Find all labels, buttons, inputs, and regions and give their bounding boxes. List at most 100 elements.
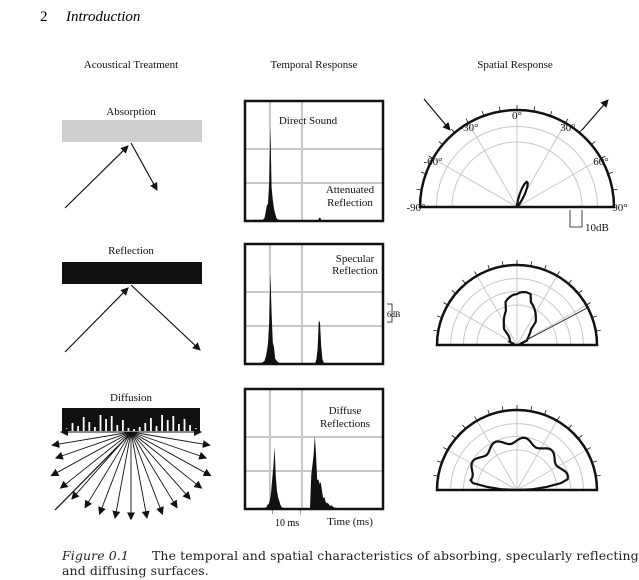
diffuse-ray-arrow xyxy=(130,431,208,460)
angle-p60-label: 60° xyxy=(593,156,608,168)
diffuser-well xyxy=(66,428,68,431)
diffuse-ray-arrow xyxy=(130,431,150,520)
temporal-response-reflection xyxy=(243,242,385,366)
diffuse-ray-arrow xyxy=(112,431,132,520)
polar-response-curve xyxy=(469,436,570,492)
scale-bracket xyxy=(387,303,393,323)
polar-response-curve xyxy=(502,291,538,347)
diffuser-well xyxy=(189,425,191,431)
diffuser-well xyxy=(105,419,107,431)
polar-response-curve xyxy=(515,180,529,209)
diffuser-well xyxy=(155,426,158,431)
diffuser-well xyxy=(71,423,74,431)
caption-text-line2: and diffusing surfaces. xyxy=(62,563,209,578)
column-header-temporal: Temporal Response xyxy=(271,59,358,71)
specular-direction-line xyxy=(516,306,590,346)
polar-radial xyxy=(447,449,518,491)
diffuser-well xyxy=(77,426,79,431)
impulse-response-trace xyxy=(262,127,290,221)
attenuated-reflection-arrow xyxy=(130,142,158,191)
diffuser-well xyxy=(82,417,85,431)
diffusion-label: Diffusion xyxy=(110,392,152,404)
diffuse-ray-arrow xyxy=(130,431,212,477)
diffuse-ray-arrow xyxy=(130,431,178,509)
diffuser-body xyxy=(62,408,200,431)
diffuse-reflections-label: Reflections xyxy=(320,418,370,430)
incident-direction-arrow xyxy=(423,98,451,131)
impulse-response-trace xyxy=(314,320,330,364)
diffuse-ray-arrow xyxy=(51,431,132,448)
diffuse-ray-arrow xyxy=(59,431,132,489)
diffuser-well xyxy=(161,415,163,431)
polar-radial xyxy=(516,420,558,491)
incident-arrow xyxy=(64,287,129,353)
diffuse-ray-arrow xyxy=(130,431,191,500)
caption-label: Figure 0.1 xyxy=(62,548,129,563)
diffuser-well xyxy=(138,427,141,431)
incident-arrow xyxy=(64,145,129,209)
diffuse-ray-arrow xyxy=(130,431,211,448)
diffuse-ray-arrow xyxy=(54,431,132,460)
running-head: Introduction xyxy=(65,9,140,25)
diffuser-well xyxy=(99,415,102,431)
diffuser-well xyxy=(183,419,186,431)
diffuser-well xyxy=(133,429,135,431)
polar-radial xyxy=(432,158,518,208)
plot-frame xyxy=(243,242,385,366)
ten-ms-label: 10 ms xyxy=(275,518,299,529)
diffuse-reflection-arrows xyxy=(50,428,212,521)
spatial-response-absorption xyxy=(416,105,618,209)
db-scale-label: 10dB xyxy=(585,222,609,234)
diffuser-well xyxy=(178,424,180,431)
polar-radial xyxy=(468,122,518,208)
direct-sound-label: Direct Sound xyxy=(279,115,338,127)
impulse-response-trace xyxy=(265,447,295,509)
spatial-response-diffusion xyxy=(433,405,601,492)
angle-m90-label: -90° xyxy=(406,202,425,214)
diffuse-ray-arrow xyxy=(98,431,132,516)
angle-m30-label: -30° xyxy=(459,122,478,134)
diffuser-panel xyxy=(62,408,200,431)
diffuser-well xyxy=(88,422,91,431)
diffuser-well xyxy=(116,425,119,431)
diffuser-well xyxy=(194,428,197,431)
diffuser-well xyxy=(144,423,147,431)
impulse-response-trace xyxy=(310,435,355,509)
impulse-response-trace xyxy=(262,273,290,364)
reflection-label: Reflection xyxy=(108,245,154,257)
angle-p30-label: 30° xyxy=(560,122,575,134)
specular-reflection-arrow xyxy=(130,284,201,351)
incident-arrow xyxy=(54,435,129,511)
polar-frame xyxy=(435,408,599,492)
time-axis-label: Time (ms) xyxy=(327,516,373,528)
diffuse-ray-arrow xyxy=(84,431,132,509)
polar-radial xyxy=(516,449,587,491)
column-header-spatial: Spatial Response xyxy=(477,59,553,71)
polar-radial xyxy=(476,275,518,346)
marker-arrow-right: ↑ xyxy=(298,506,303,516)
attenuated-label: Attenuated xyxy=(326,184,375,196)
specular-label: Specular xyxy=(336,253,375,265)
spatial-response-reflection xyxy=(433,260,601,347)
diffuser-well xyxy=(150,418,152,431)
diffuser-well xyxy=(172,416,175,431)
diffuser-well xyxy=(122,420,124,431)
plot-frame xyxy=(243,99,385,223)
temporal-response-absorption xyxy=(243,99,385,223)
reflected-direction-arrow xyxy=(581,99,609,131)
angle-m60-label: -60° xyxy=(423,156,442,168)
polar-frame xyxy=(418,108,616,209)
temporal-response-diffusion xyxy=(243,387,385,511)
diffuse-ray-arrow xyxy=(130,431,203,489)
polar-frame xyxy=(435,263,599,347)
scale-6db-label: 6dB xyxy=(387,310,400,319)
diffuser-well xyxy=(127,428,130,431)
caption-text-line1: The temporal and spatial characteristics… xyxy=(152,548,639,563)
column-header-treatment: Acoustical Treatment xyxy=(84,59,178,71)
diffuser-well xyxy=(110,416,113,431)
diffuse-ray-arrow xyxy=(50,431,132,477)
plot-frame xyxy=(243,387,385,511)
diffuse-label: Diffuse xyxy=(329,405,362,417)
absorption-label: Absorption xyxy=(106,106,156,118)
